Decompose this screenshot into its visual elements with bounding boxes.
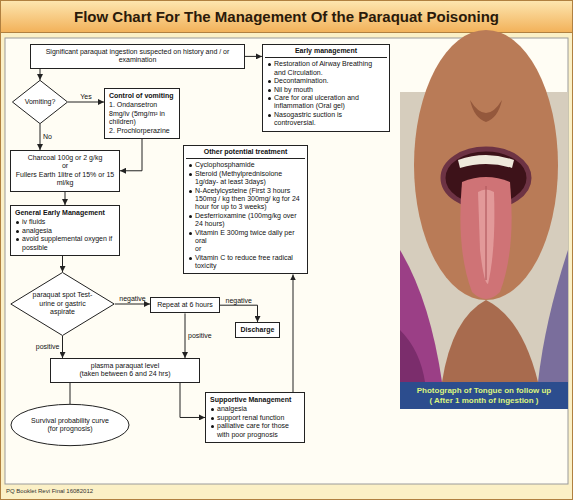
edge-label: Yes bbox=[80, 93, 91, 101]
edge-label: negative bbox=[119, 295, 145, 303]
flow-arrow bbox=[40, 124, 41, 150]
box-text: Steroid (Methylprednisolone 1g/day- at l… bbox=[188, 170, 303, 187]
box-text: (taken between 6 and 24 hrs) bbox=[55, 370, 195, 378]
decision-diamond: Vomiting? bbox=[12, 80, 68, 124]
diamond-shape bbox=[12, 80, 67, 123]
box-text: ( After 1 month of ingestion ) bbox=[403, 396, 565, 406]
box-heading: Supportive Management bbox=[210, 396, 300, 404]
box-text: Repeat at 6 hours bbox=[155, 301, 215, 309]
box-text: iv fluids bbox=[15, 218, 115, 226]
box-text: Discharge bbox=[240, 326, 275, 334]
flow-arrow bbox=[185, 313, 186, 358]
box-text: or bbox=[15, 162, 115, 170]
box-text: Desferrioxamine (100mg/kg over 24 hours) bbox=[188, 212, 303, 229]
flow-arrow bbox=[70, 383, 71, 404]
flow-arrow bbox=[40, 69, 41, 80]
box-text: 2. Prochlorperazine bbox=[109, 127, 175, 135]
box-text: avoid supplemental oxygen if possible bbox=[15, 235, 115, 252]
box-heading: General Early Management bbox=[15, 209, 115, 217]
box-text: Decontamination. bbox=[267, 77, 385, 85]
box-heading: Other potential treatment bbox=[186, 148, 305, 159]
box-text: analgesia bbox=[15, 227, 115, 235]
box-heading: Early management bbox=[265, 47, 387, 58]
box-text: Significant paraquat ingestion suspected… bbox=[35, 48, 240, 65]
flow-arrow bbox=[220, 305, 258, 322]
end-box: Discharge bbox=[235, 322, 280, 338]
start-box: Significant paraquat ingestion suspected… bbox=[30, 44, 245, 69]
box-heading: Control of vomiting bbox=[109, 92, 175, 100]
diagram-title: Flow Chart For The Management Of the Par… bbox=[0, 0, 573, 32]
early-management-box: Early managementRestoration of Airway Br… bbox=[262, 44, 390, 132]
box-text: Restoration of Airway Breathing and Circ… bbox=[267, 60, 385, 77]
box-text: Fullers Earth 1litre of 15% or 15 ml/kg bbox=[15, 171, 115, 188]
photo-caption-band: Photograph of Tongue on follow up( After… bbox=[400, 382, 568, 409]
flow-arrow bbox=[68, 102, 104, 103]
box-text: analgesia bbox=[210, 405, 300, 413]
process-box: Repeat at 6 hours bbox=[150, 297, 220, 313]
box-text: 1. Ondansetron 8mg/iv (5mg/m² in childre… bbox=[109, 101, 175, 126]
box-text: Photograph of Tongue on follow up bbox=[403, 386, 565, 396]
tongue-photo bbox=[400, 30, 568, 382]
box-text: Charcoal 100g or 2 g/kg bbox=[15, 154, 115, 162]
flow-arrow bbox=[245, 56, 262, 57]
box-text: Vomiting? bbox=[25, 98, 56, 106]
flow-arrow bbox=[115, 304, 150, 305]
process-box: General Early Managementiv fluidsanalges… bbox=[10, 205, 120, 256]
box-text: Care for oral ulceration and inflammatio… bbox=[267, 94, 385, 111]
edge-label: positive bbox=[188, 332, 212, 340]
box-text: Survival probability curve (for prognosi… bbox=[30, 417, 110, 434]
box-text: Nil by mouth bbox=[267, 86, 385, 94]
treatment-box: Other potential treatmentCyclophosphamid… bbox=[183, 145, 308, 274]
process-box: Charcoal 100g or 2 g/kgorFullers Earth 1… bbox=[10, 150, 120, 192]
box-text: plasma paraquat level bbox=[55, 362, 195, 370]
flow-arrow bbox=[180, 383, 205, 418]
footer-note: PQ Booklet Revi Final 16082012 bbox=[6, 488, 93, 495]
edge-label: No bbox=[43, 133, 52, 141]
box-text: paraquat spot Test-urine or gastric aspi… bbox=[33, 291, 93, 316]
shape-text-holder: Vomiting? bbox=[25, 98, 56, 106]
decision-diamond: paraquat spot Test-urine or gastric aspi… bbox=[10, 272, 115, 336]
box-text: Vitamin C to reduce free radical toxicit… bbox=[188, 254, 303, 271]
process-box: Control of vomiting1. Ondansetron 8mg/iv… bbox=[104, 88, 180, 139]
supportive-box: Supportive Managementanalgesiasupport re… bbox=[205, 392, 305, 443]
box-text: or bbox=[188, 245, 303, 253]
box-text: palliative care for those with poor prog… bbox=[210, 422, 300, 439]
edge-label: negative bbox=[226, 297, 252, 305]
box-text: Vitamin E 300mg twice daily per oral bbox=[188, 229, 303, 246]
process-box: plasma paraquat level(taken between 6 an… bbox=[50, 358, 200, 383]
shape-text-holder: Survival probability curve (for prognosi… bbox=[30, 417, 110, 434]
flow-arrow bbox=[62, 336, 63, 358]
title-band bbox=[1, 1, 573, 33]
prognosis-ellipse: Survival probability curve (for prognosi… bbox=[10, 404, 130, 446]
flow-arrow bbox=[120, 139, 142, 171]
flow-arrow bbox=[293, 274, 294, 392]
shape-text-holder: paraquat spot Test-urine or gastric aspi… bbox=[33, 291, 93, 316]
box-text: Nasogastric suction is controversial. bbox=[267, 111, 385, 128]
flow-arrow bbox=[62, 256, 63, 272]
box-text: Cyclophosphamide bbox=[188, 161, 303, 169]
box-text: support renal function bbox=[210, 414, 300, 422]
edge-label: positive bbox=[36, 343, 60, 351]
flow-arrow bbox=[65, 192, 66, 205]
ellipse-shape bbox=[11, 404, 129, 445]
box-text: N-Acetylcysteine (First 3 hours 150mg / … bbox=[188, 187, 303, 212]
diamond-shape bbox=[11, 273, 114, 336]
